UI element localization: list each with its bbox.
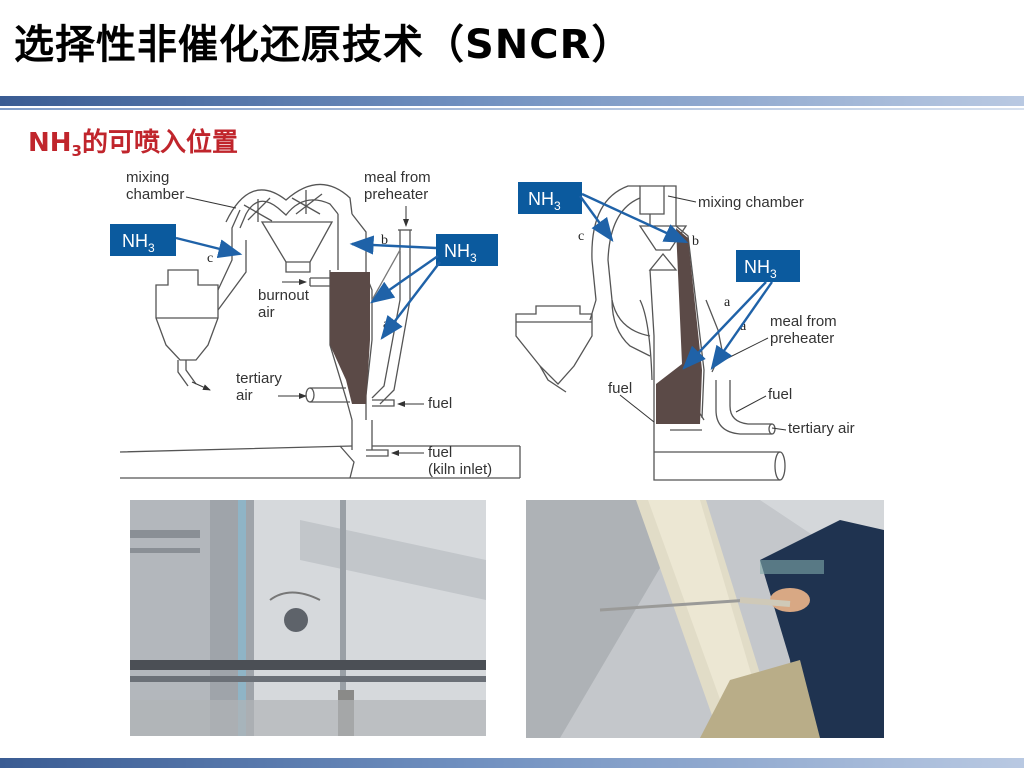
- subtitle-subscript: 3: [71, 142, 82, 160]
- left-nh3-2-main: NH: [444, 241, 470, 261]
- title-divider: [0, 96, 1024, 106]
- right-nh3-1-sub: 3: [554, 199, 561, 213]
- photo-injection-nozzle-left: [130, 500, 486, 736]
- right-point-a-1: a: [724, 295, 731, 310]
- left-point-b: b: [381, 233, 388, 248]
- right-diagram-labels: mixing chamber meal from preheater fuel …: [578, 194, 855, 437]
- svg-text:NH3: NH3: [122, 231, 155, 255]
- right-point-b: b: [692, 234, 699, 249]
- left-nh3-1-sub: 3: [148, 241, 155, 255]
- right-mixing-label: mixing chamber: [698, 194, 804, 211]
- left-diagram-labels: mixing chamber meal from preheater burno…: [126, 169, 492, 478]
- left-mixing-label-2: chamber: [126, 186, 184, 203]
- left-nh3-1-main: NH: [122, 231, 148, 251]
- photo-injection-worker-right: [526, 500, 884, 738]
- left-calciner-fill: [330, 272, 370, 404]
- left-mixing-label-1: mixing: [126, 169, 169, 186]
- left-burnout-label-1: burnout: [258, 287, 310, 304]
- left-kiln-label: (kiln inlet): [428, 461, 492, 478]
- left-nh3-box-2: NH3: [436, 234, 498, 266]
- left-flow-arrows: [185, 196, 424, 456]
- right-nh3-2-main: NH: [744, 257, 770, 277]
- left-tertiary-label-1: tertiary: [236, 370, 282, 387]
- left-nh3-2-sub: 3: [470, 251, 477, 265]
- right-nh3-box-1: NH3: [518, 182, 582, 214]
- right-nh3-box-2: NH3: [736, 250, 800, 282]
- left-meal-label-2: preheater: [364, 186, 428, 203]
- svg-text:NH3: NH3: [744, 257, 777, 281]
- left-fuel-label-1: fuel: [428, 395, 452, 412]
- right-nh3-1-main: NH: [528, 189, 554, 209]
- right-meal-label-2: preheater: [770, 330, 834, 347]
- subtitle-suffix: 的可喷入位置: [81, 128, 238, 158]
- right-nh3-2-sub: 3: [770, 267, 777, 281]
- svg-text:NH3: NH3: [444, 241, 477, 265]
- left-point-c: c: [207, 251, 213, 266]
- footer-divider: [0, 758, 1024, 768]
- right-meal-label-1: meal from: [770, 313, 837, 330]
- right-calciner-diagram: [515, 185, 786, 481]
- right-point-c: c: [578, 229, 584, 244]
- right-nh3-arrows: [579, 192, 773, 370]
- left-nh3-arrows: [175, 235, 441, 340]
- right-tertiary-label: tertiary air: [788, 420, 855, 437]
- slide-title: 选择性非催化还原技术（SNCR）: [14, 22, 633, 68]
- svg-text:NH3: NH3: [528, 189, 561, 213]
- slide-subtitle: NH3的可喷入位置: [28, 122, 238, 160]
- title-divider-thin: [0, 108, 1024, 110]
- right-point-a-2: a: [740, 319, 747, 334]
- left-tertiary-label-2: air: [236, 387, 253, 404]
- subtitle-prefix: NH: [28, 128, 72, 158]
- left-nh3-box-1: NH3: [110, 224, 176, 256]
- left-calciner-diagram: [119, 183, 521, 479]
- left-burnout-label-2: air: [258, 304, 275, 321]
- right-calciner-fill: [656, 228, 702, 424]
- right-fuel-left-label: fuel: [608, 380, 632, 397]
- left-meal-label-1: meal from: [364, 169, 431, 186]
- left-fuel-label-2: fuel: [428, 444, 452, 461]
- right-fuel-right-label: fuel: [768, 386, 792, 403]
